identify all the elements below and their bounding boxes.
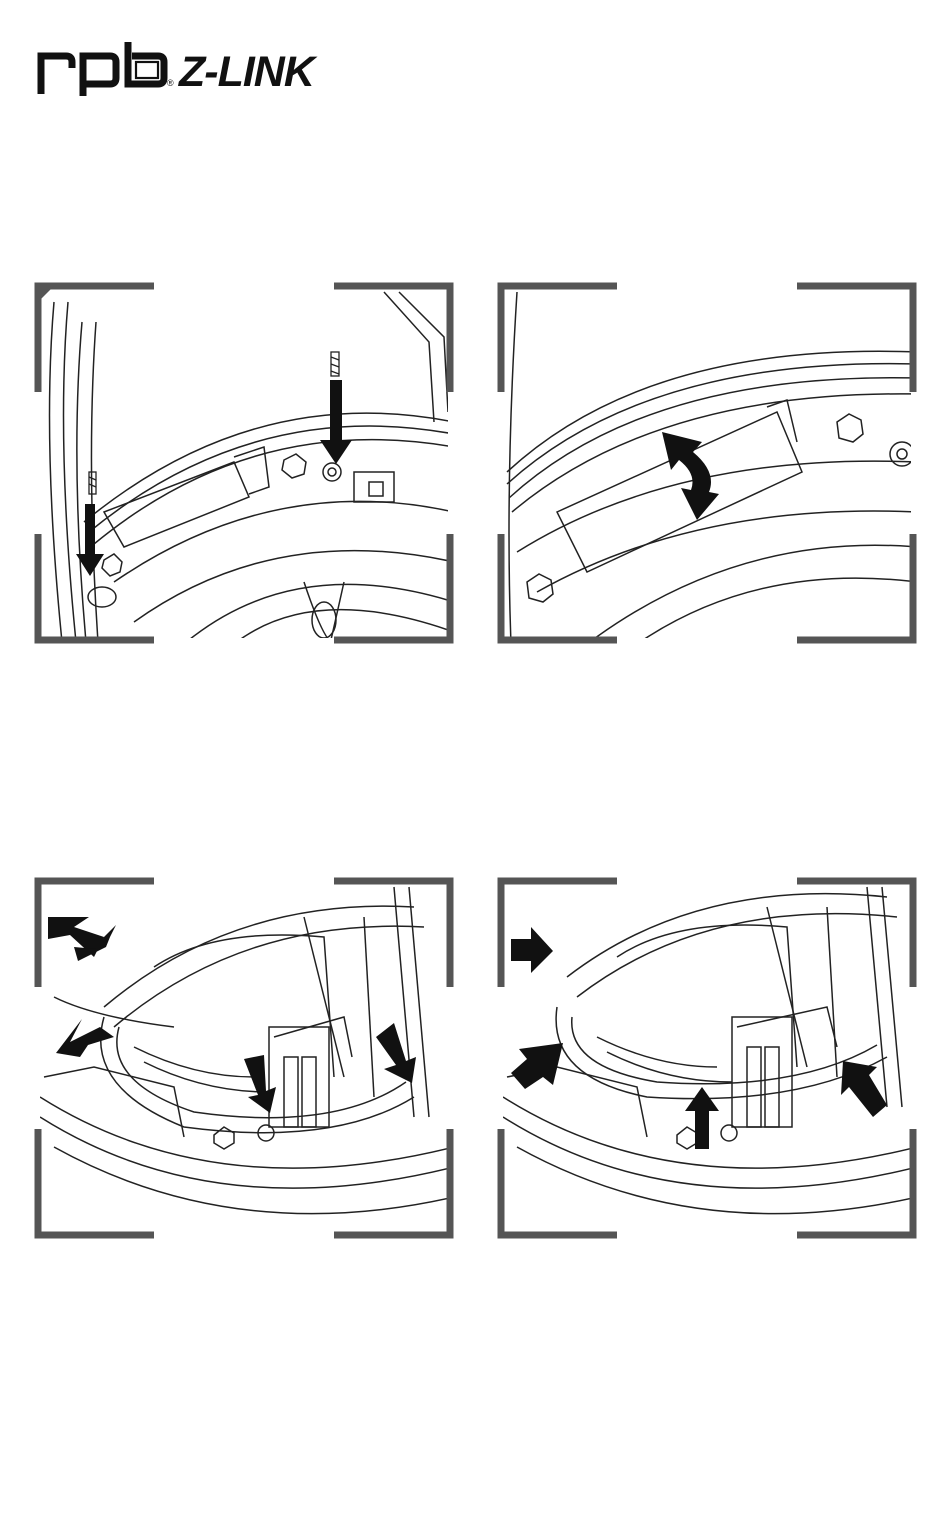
- arrow-down-icon: [76, 380, 352, 576]
- illustration-rotate: [497, 282, 917, 644]
- registered-mark: ®: [167, 78, 174, 88]
- instruction-panel-2: [497, 282, 917, 644]
- illustration-screws: [34, 282, 454, 644]
- product-name: Z-LINK: [177, 48, 318, 96]
- instruction-panel-4: [497, 877, 917, 1239]
- brand-logo: ® Z-LINK: [36, 38, 376, 96]
- illustration-snap-out: [34, 877, 454, 1239]
- instruction-panel-1: [34, 282, 454, 644]
- rpb-logo-icon: ® Z-LINK: [36, 38, 376, 96]
- instruction-panel-3: [34, 877, 454, 1239]
- illustration-snap-in: [497, 877, 917, 1239]
- panel-frame: [38, 881, 450, 1235]
- panel-frame: [501, 286, 913, 640]
